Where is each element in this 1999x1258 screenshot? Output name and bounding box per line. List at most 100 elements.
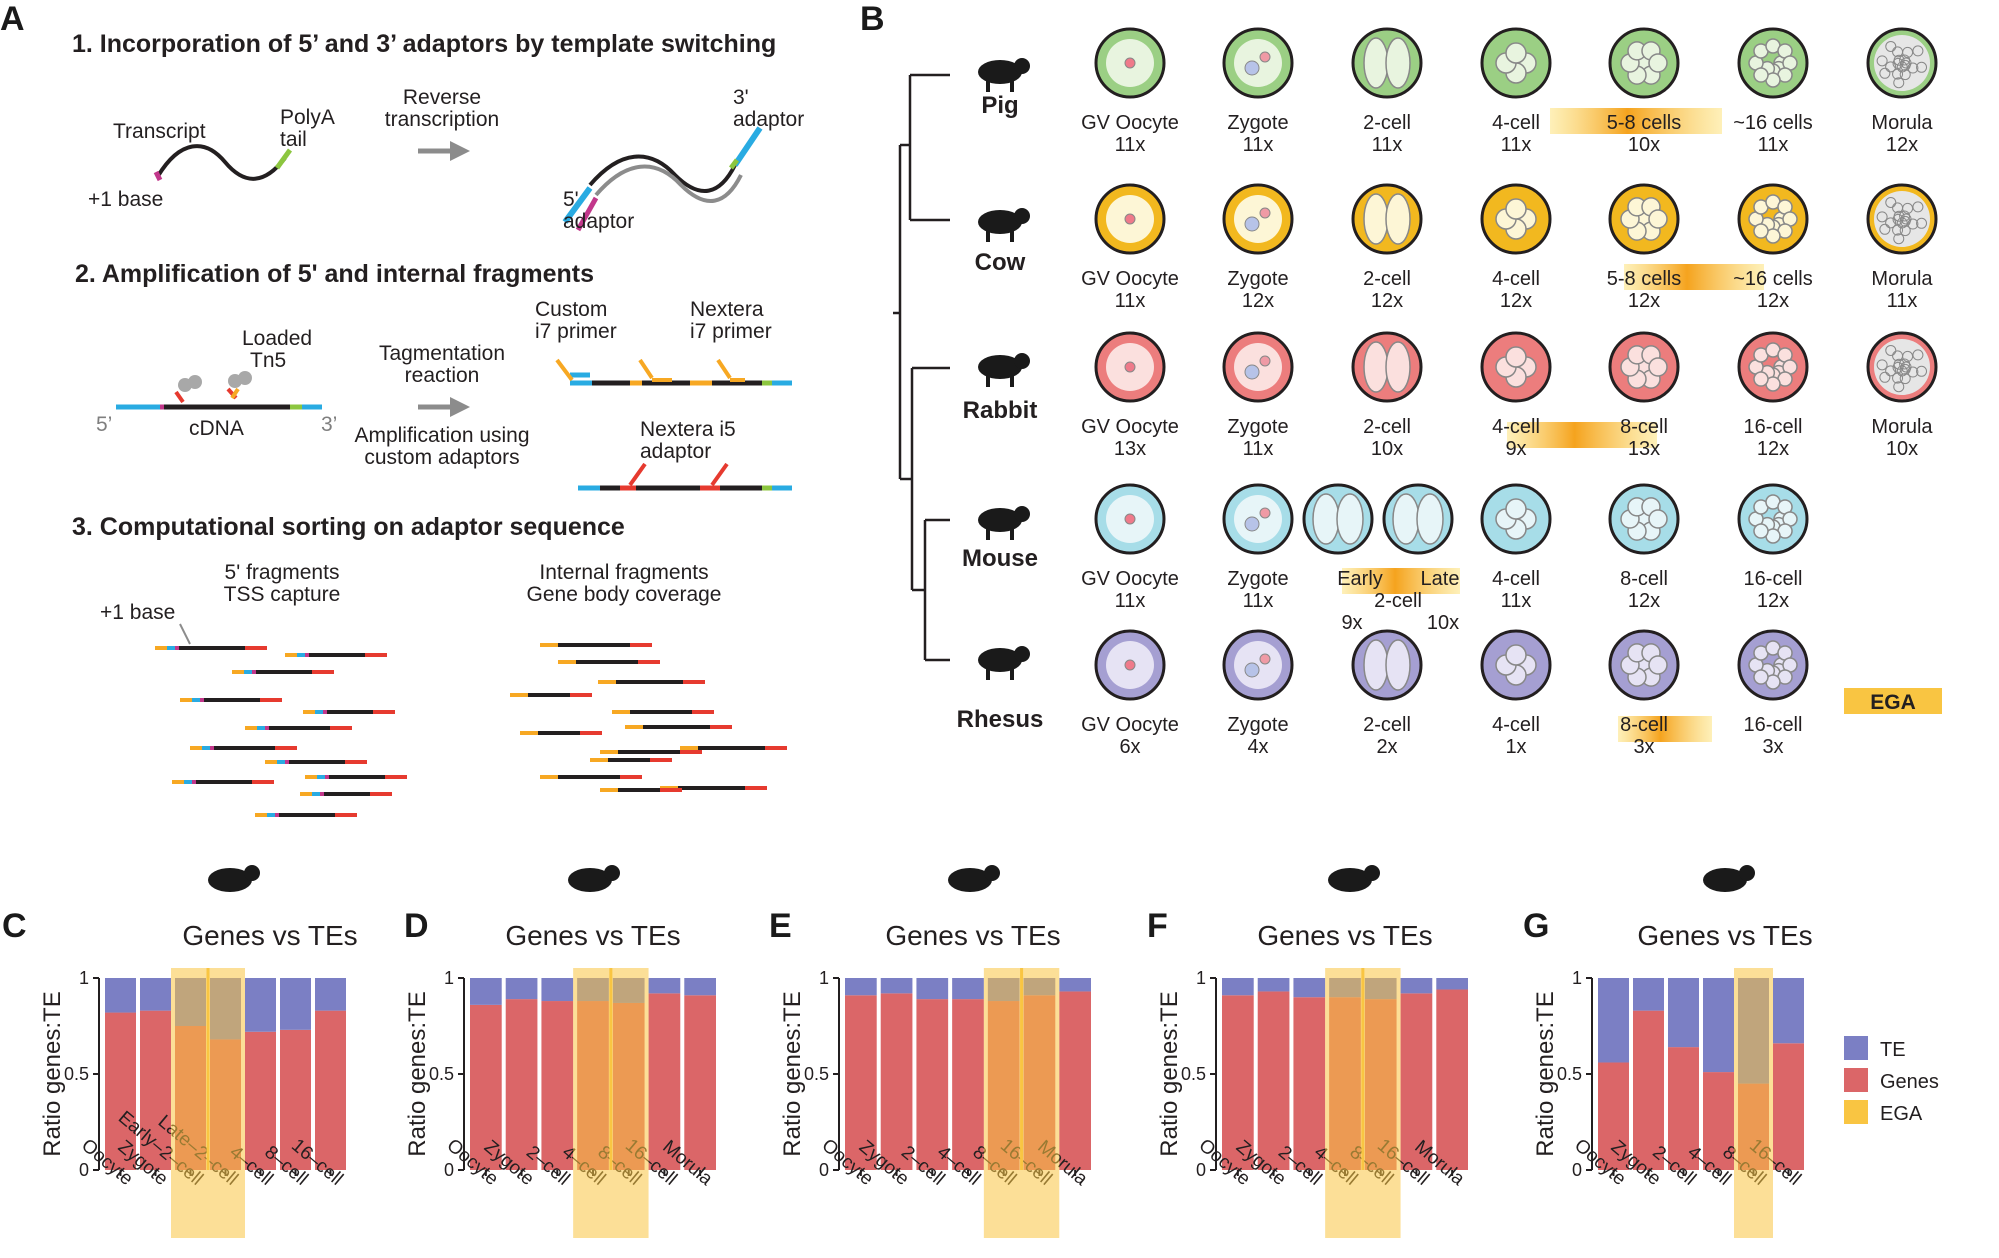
zygote bbox=[1234, 343, 1282, 391]
animal-head bbox=[1014, 353, 1030, 369]
bar-genes bbox=[245, 1031, 276, 1170]
chart-title: Genes vs TEs bbox=[885, 920, 1060, 951]
sample-count: 12x bbox=[1628, 290, 1660, 312]
morula bbox=[1874, 35, 1930, 91]
stage-label: 4-cell bbox=[1492, 714, 1540, 736]
legend-te-label: TE bbox=[1880, 1039, 1906, 1061]
cell bbox=[1916, 365, 1928, 377]
embryo-pig-6 bbox=[1866, 27, 1938, 99]
embryo-rabbit-4 bbox=[1608, 331, 1680, 403]
plus1-label: +1 base bbox=[88, 188, 163, 211]
cdna-label: cDNA bbox=[189, 417, 244, 440]
blastomere bbox=[1385, 37, 1411, 89]
embryo-rhesus-0 bbox=[1094, 629, 1166, 701]
panel-letter: C bbox=[2, 907, 27, 945]
species-name-cow: Cow bbox=[975, 249, 1026, 276]
ega-highlight-bar bbox=[1550, 108, 1722, 134]
nucleus bbox=[1124, 361, 1136, 373]
sample-count: 11x bbox=[1501, 590, 1532, 612]
blastomere bbox=[1505, 644, 1527, 666]
embryo-cow-3 bbox=[1480, 183, 1552, 255]
sample-count: 11x bbox=[1501, 134, 1532, 156]
blastomere bbox=[1648, 509, 1668, 529]
icon-head bbox=[1739, 865, 1755, 881]
cell bbox=[1899, 69, 1911, 81]
embryo-mouse-2 bbox=[1302, 483, 1454, 555]
sample-count: 4x bbox=[1247, 736, 1268, 758]
sample-count: 10x bbox=[1886, 438, 1918, 460]
nextera-i7-2: i7 primer bbox=[690, 320, 772, 343]
embryo-mouse-1 bbox=[1222, 483, 1294, 555]
nucleus bbox=[1124, 659, 1136, 671]
blastomere bbox=[1648, 209, 1668, 229]
embryo-pig-2 bbox=[1351, 27, 1423, 99]
cell bbox=[1892, 57, 1904, 69]
pronucleus bbox=[1259, 207, 1271, 219]
bar-te bbox=[684, 978, 716, 996]
animal-head bbox=[1014, 208, 1030, 224]
bar-te bbox=[845, 978, 877, 996]
bar-te bbox=[1633, 978, 1664, 1011]
bar-genes bbox=[105, 1012, 136, 1170]
sample-count: 11x bbox=[1115, 290, 1146, 312]
sample-count: 10x bbox=[1628, 134, 1660, 156]
panel-letter: G bbox=[1523, 907, 1549, 945]
cell bbox=[1907, 62, 1919, 74]
cell bbox=[1899, 59, 1911, 71]
animal-rabbit-icon bbox=[978, 353, 1030, 387]
cell bbox=[1899, 358, 1911, 370]
cell bbox=[1893, 381, 1905, 393]
zygote bbox=[1234, 39, 1282, 87]
pronucleus bbox=[1244, 216, 1260, 232]
y-axis-label: Ratio genes:TE bbox=[404, 991, 431, 1156]
cdna-three-end: 3’ bbox=[321, 413, 337, 436]
bar-te bbox=[1293, 978, 1326, 998]
y-axis-label: Ratio genes:TE bbox=[39, 991, 66, 1156]
five-prime-adaptor-2: adaptor bbox=[563, 210, 634, 233]
icon-head bbox=[984, 865, 1000, 881]
bar-genes bbox=[541, 1001, 574, 1170]
sample-count: 3x bbox=[1633, 736, 1654, 758]
stage-label: GV Oocyte bbox=[1081, 268, 1179, 290]
sample-count: 12x bbox=[1628, 590, 1660, 612]
nucleus bbox=[1124, 213, 1136, 225]
pig-icon bbox=[568, 865, 620, 892]
cell bbox=[1912, 45, 1924, 57]
tagmented-fragments-drawing bbox=[555, 358, 792, 491]
cell bbox=[1892, 372, 1904, 384]
cell bbox=[1899, 210, 1911, 222]
cell bbox=[1879, 371, 1891, 383]
bar-te bbox=[470, 978, 502, 1005]
species-name-rhesus: Rhesus bbox=[957, 706, 1044, 733]
panel-b-letter: B bbox=[860, 0, 885, 38]
cell bbox=[1899, 215, 1911, 227]
ega-highlight-bar bbox=[1624, 264, 1764, 290]
y-tick-label: 0 bbox=[819, 1160, 829, 1180]
embryo-rhesus-5 bbox=[1737, 629, 1809, 701]
bar-genes bbox=[280, 1029, 311, 1170]
tagmentation-label-2: reaction bbox=[405, 364, 480, 387]
stage-label: 2-cell bbox=[1363, 714, 1411, 736]
stage-label: 8-cell bbox=[1620, 568, 1668, 590]
animal-rhesus-icon bbox=[978, 646, 1030, 680]
cell bbox=[1907, 366, 1919, 378]
ega-legend-bar bbox=[1844, 688, 1942, 714]
five-fragments-label-2: TSS capture bbox=[224, 583, 341, 606]
panel-a-letter: A bbox=[0, 0, 25, 38]
blastomere bbox=[1753, 67, 1769, 83]
embryo-rabbit-3 bbox=[1480, 331, 1552, 403]
cell bbox=[1912, 201, 1924, 213]
stage-label: 5-8 cells bbox=[1607, 268, 1681, 290]
y-tick-label: 0 bbox=[79, 1160, 89, 1180]
sample-count: 11x bbox=[1243, 134, 1274, 156]
bar-genes bbox=[648, 993, 681, 1170]
sample-count: 11x bbox=[1115, 134, 1146, 156]
internal-fragments-label-2: Gene body coverage bbox=[527, 583, 722, 606]
five-prime-adaptor-1: 5' bbox=[563, 188, 579, 211]
cell bbox=[1892, 350, 1904, 362]
y-tick-label: 1 bbox=[1196, 968, 1206, 988]
cell bbox=[1899, 54, 1911, 66]
animal-pig-icon bbox=[978, 58, 1030, 92]
